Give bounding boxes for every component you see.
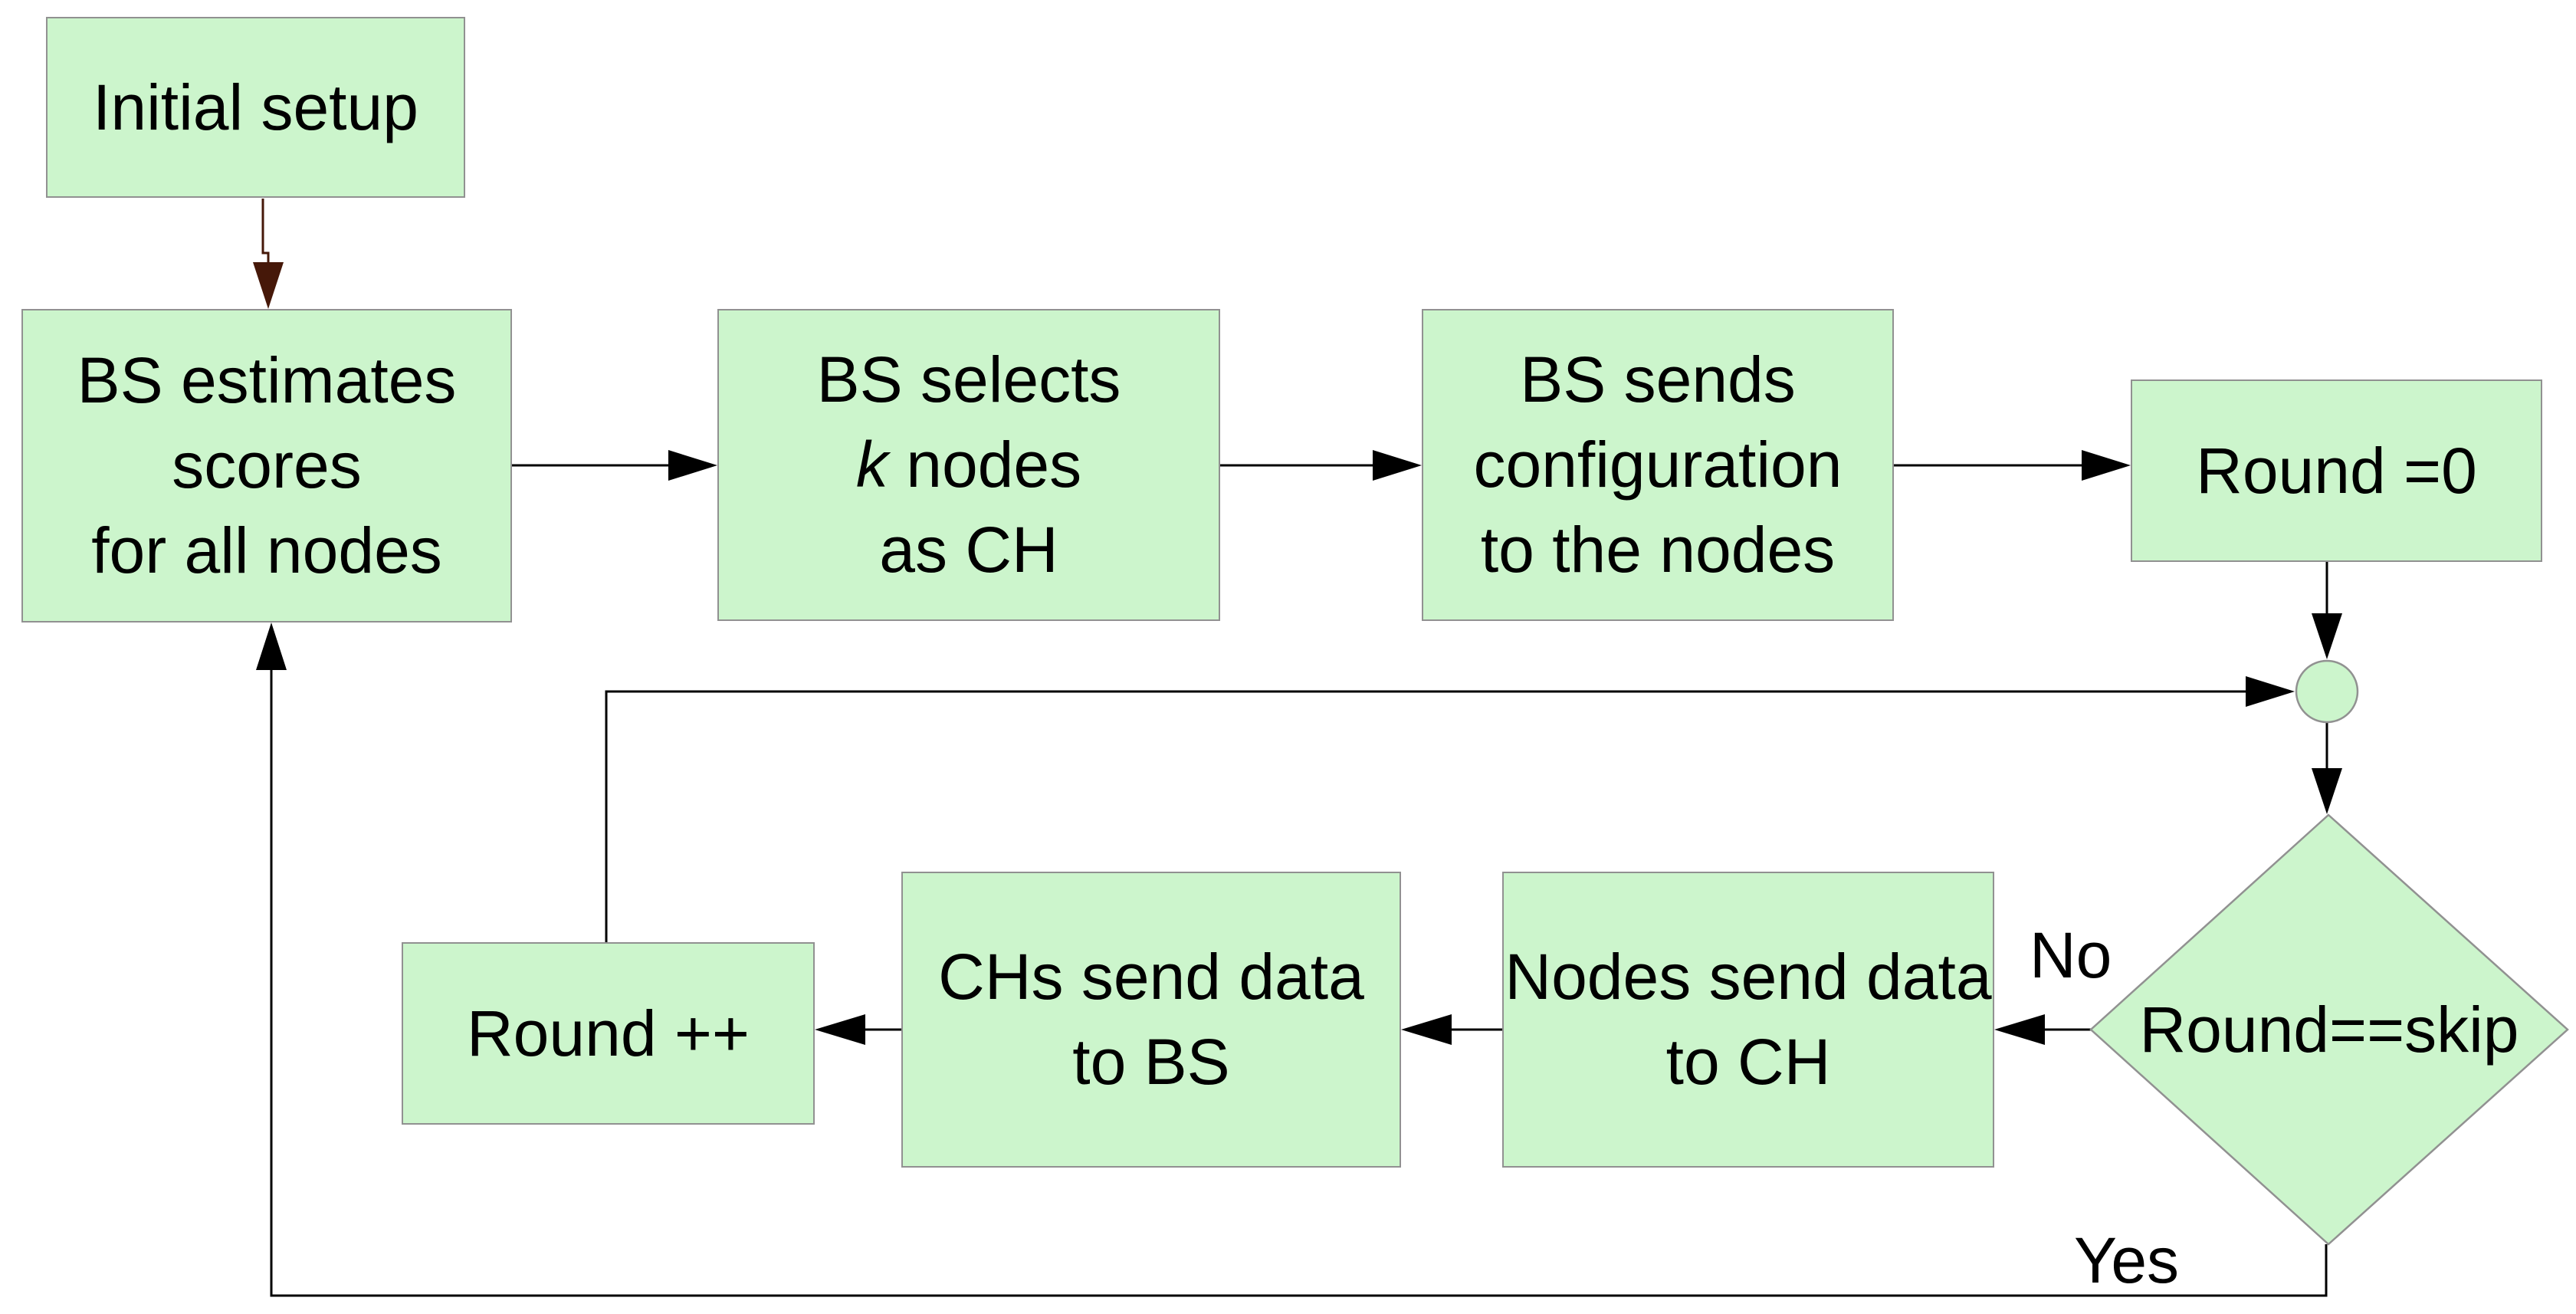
- node-label-line: as CH: [879, 513, 1058, 586]
- node-label-line: BS estimates: [77, 344, 457, 417]
- node-label: Round ++: [467, 997, 750, 1069]
- no-branch-label: No: [2030, 919, 2112, 991]
- junction-circle: [2295, 659, 2359, 724]
- arrowhead-left-icon: [1401, 1014, 1452, 1045]
- node-label-line: CHs send data: [938, 941, 1364, 1013]
- node-label-rest: nodes: [888, 429, 1082, 501]
- flow-node-round-zero: Round =0: [2131, 379, 2542, 562]
- k-variable: k: [855, 429, 888, 501]
- arrowhead-down-icon: [253, 262, 284, 309]
- arrowhead-up-icon: [256, 623, 287, 670]
- edge-initial-to-estimates: [261, 199, 270, 264]
- node-label-line: scores: [172, 429, 362, 502]
- arrowhead-right-icon: [2246, 676, 2295, 707]
- arrowhead-right-icon: [668, 450, 717, 481]
- yes-branch-label: Yes: [2074, 1224, 2180, 1296]
- arrowhead-down-icon: [2312, 768, 2342, 814]
- arrowhead-left-icon: [1994, 1014, 2045, 1045]
- arrowhead-left-icon: [815, 1014, 865, 1045]
- node-label-line: to the nodes: [1480, 513, 1836, 586]
- node-label: Initial setup: [93, 71, 418, 143]
- node-label-line: configuration: [1473, 429, 1843, 501]
- node-label-line: Nodes send data: [1505, 941, 1992, 1013]
- flow-node-bs-sends: BS sends configuration to the nodes: [1422, 309, 1894, 621]
- flow-node-round-increment: Round ++: [402, 942, 815, 1125]
- edge-yes-branch: [270, 670, 2328, 1297]
- node-label-line: BS selects: [816, 343, 1121, 416]
- decision-diamond: [2089, 813, 2569, 1246]
- arrowhead-down-icon: [2312, 613, 2342, 659]
- decision-label: Round==skip: [2139, 993, 2519, 1066]
- node-label: Round =0: [2196, 434, 2477, 507]
- node-label-line: k nodes: [856, 422, 1081, 508]
- flow-node-bs-estimates: BS estimates scores for all nodes: [21, 309, 512, 623]
- node-label-line: BS sends: [1520, 343, 1796, 416]
- flow-node-nodes-send: Nodes send data to CH: [1502, 872, 1994, 1168]
- flow-node-initial-setup: Initial setup: [46, 17, 465, 198]
- arrowhead-right-icon: [2082, 450, 2131, 481]
- node-label-line: to BS: [1072, 1026, 1230, 1098]
- node-label-line: for all nodes: [91, 514, 442, 586]
- flow-node-chs-send: CHs send data to BS: [901, 872, 1401, 1168]
- node-label-line: to CH: [1665, 1026, 1831, 1098]
- arrowhead-right-icon: [1373, 450, 1422, 481]
- edge-roundinc-to-junction: [605, 690, 2246, 942]
- flow-node-bs-selects: BS selects k nodes as CH: [717, 309, 1220, 621]
